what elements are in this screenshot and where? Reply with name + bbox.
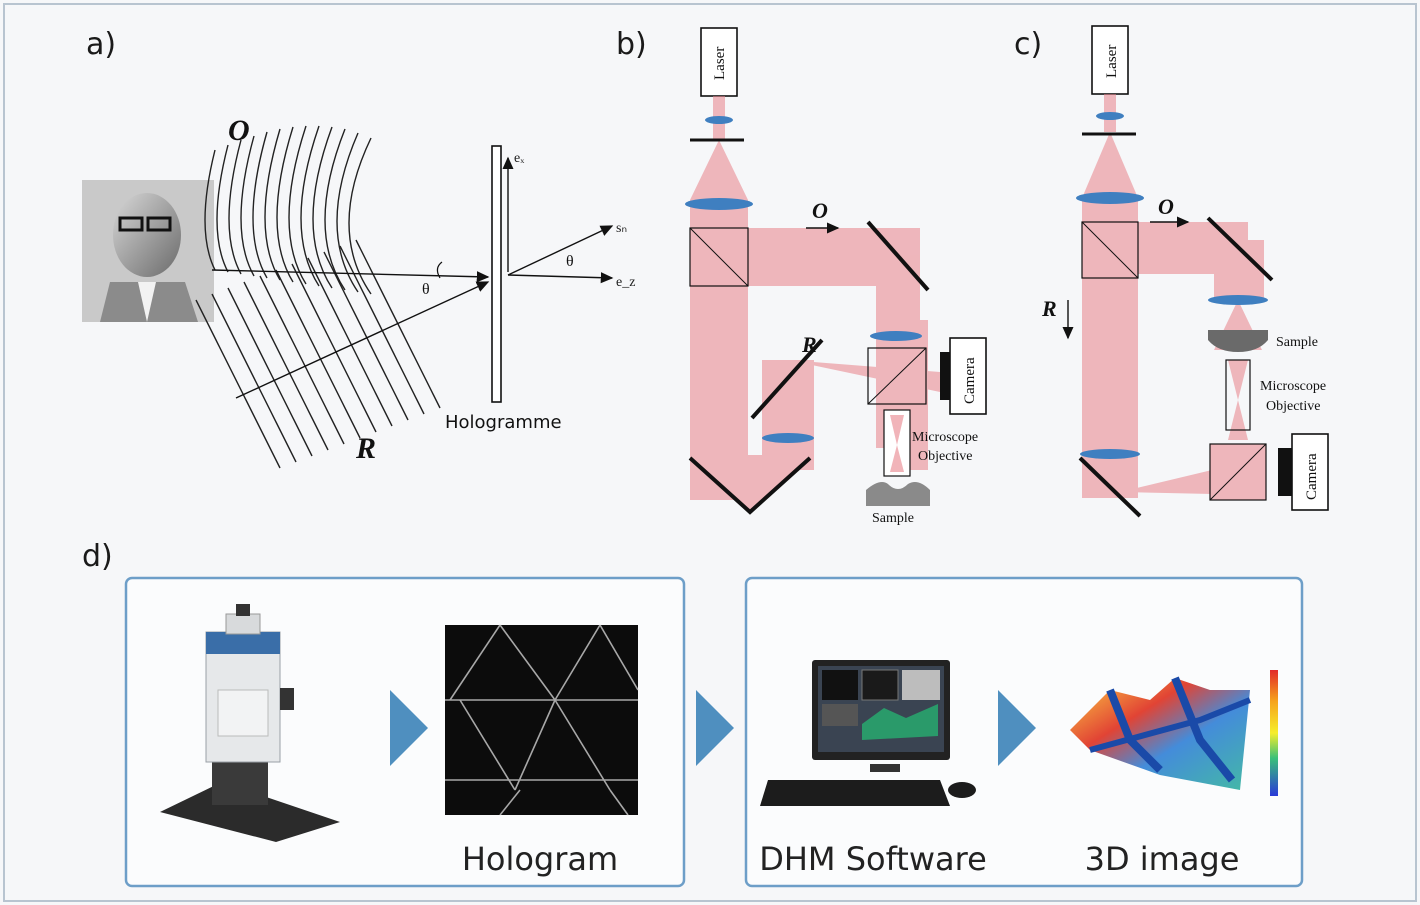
object-wave-label: O — [228, 114, 250, 147]
angle-label-right: θ — [566, 253, 574, 270]
lens-1 — [705, 116, 733, 124]
laser-box-c — [1091, 25, 1129, 95]
reference-wave-label: R — [355, 432, 376, 465]
panel-d-label: d) — [82, 539, 113, 574]
reference-beam-label-c: R — [1041, 296, 1057, 321]
hologram-image — [445, 624, 639, 816]
beam-splitter-c2 — [1209, 443, 1267, 501]
panel-a-label: a) — [86, 27, 116, 62]
vector-sn-label: sₙ — [616, 221, 627, 236]
mirror-2 — [750, 338, 824, 420]
flow-arrow-1 — [390, 690, 428, 766]
retro-mirror — [688, 456, 812, 515]
collimating-lens — [685, 198, 753, 210]
beam-paths-c — [1082, 94, 1266, 500]
camera-box-c — [1291, 433, 1329, 511]
camera-box — [949, 337, 987, 415]
panel-d: d) — [82, 539, 1304, 888]
beam-splitter-c1 — [1081, 221, 1139, 279]
sample-label: Sample — [872, 511, 914, 526]
object-beam-label: O — [812, 198, 828, 223]
mirror-c1 — [1206, 216, 1274, 282]
flow-arrow-3 — [998, 690, 1036, 766]
objective-label-2: Objective — [918, 449, 972, 464]
objective-label-1: Microscope — [912, 430, 978, 445]
step-hologram-label: Hologram — [462, 840, 618, 878]
dhm-instrument — [160, 604, 340, 842]
vector-ez-label: e_z — [616, 275, 635, 290]
color-scale — [1270, 670, 1278, 796]
step-software-label: DHM Software — [759, 840, 987, 878]
panel-b: b) Laser O R — [616, 27, 987, 526]
flow-arrow-2 — [696, 690, 734, 766]
lens-obj — [870, 331, 922, 341]
step-3d-label: 3D image — [1085, 840, 1240, 878]
camera-label: Camera — [962, 357, 978, 404]
laser-label-c: Laser — [1104, 45, 1120, 78]
mirror-c2 — [1078, 456, 1142, 518]
surface-3d — [1070, 676, 1252, 790]
objective-box-c — [1225, 359, 1251, 431]
sample-shape — [866, 482, 930, 506]
computer-monitor — [760, 660, 976, 806]
reference-ray — [235, 281, 490, 399]
sample-shape-c — [1208, 330, 1268, 352]
angle-label-left: θ — [422, 281, 430, 298]
lens-ref — [762, 433, 814, 443]
vector-ez — [507, 272, 614, 284]
vector-ex-label: eₓ — [514, 151, 525, 166]
beam-splitter-1 — [689, 227, 749, 287]
portrait-photo — [82, 180, 214, 322]
panel-b-label: b) — [616, 27, 647, 62]
collimating-lens-c — [1076, 192, 1144, 204]
panel-c: c) Laser O R Sample Microsc — [1014, 25, 1329, 518]
panel-c-label: c) — [1014, 27, 1042, 62]
reference-beam-label: R — [801, 332, 817, 357]
objective-label-c1: Microscope — [1260, 379, 1326, 394]
mirror-1 — [866, 220, 930, 292]
object-beam-label-c: O — [1158, 194, 1174, 219]
object-ray — [211, 269, 490, 283]
objective-label-c2: Objective — [1266, 399, 1320, 414]
hologram-plate — [491, 145, 502, 403]
hologram-label: Hologramme — [445, 412, 562, 433]
panel-a: a) — [82, 27, 635, 469]
laser-label: Laser — [712, 47, 728, 80]
beam-splitter-2 — [867, 347, 927, 405]
camera-label-c: Camera — [1304, 453, 1320, 500]
vector-sn — [507, 225, 614, 276]
sample-label-c: Sample — [1276, 335, 1318, 350]
